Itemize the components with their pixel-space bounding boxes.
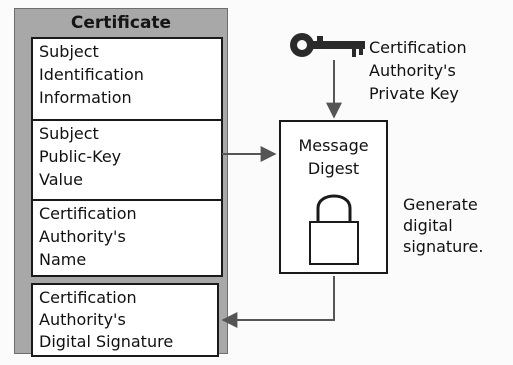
- message-digest-label: Message Digest: [281, 134, 386, 180]
- field-text-line: Identification: [39, 65, 144, 84]
- padlock-body: [309, 221, 359, 265]
- field-text-line: Subject: [39, 124, 99, 143]
- field-text-line: Information: [39, 88, 132, 107]
- label-line: Generate: [403, 195, 478, 214]
- field-text-line: Authority's: [39, 310, 126, 329]
- key-icon: [290, 33, 365, 57]
- label-line: Private Key: [369, 84, 459, 103]
- key-tooth: [352, 49, 356, 57]
- subject-identification-field: Subject Identification Information: [33, 39, 221, 119]
- padlock-shackle: [316, 194, 352, 222]
- label-line: signature.: [403, 237, 484, 256]
- field-text-line: Certification: [39, 288, 137, 307]
- ca-name-field: Certification Authority's Name: [33, 199, 221, 275]
- certificate-fields: Subject Identification Information Subje…: [31, 37, 223, 277]
- key-shaft: [313, 41, 365, 49]
- label-line: digital: [403, 216, 453, 235]
- field-text-line: Value: [39, 170, 83, 189]
- label-line: Authority's: [369, 61, 456, 80]
- certificate-panel: Certificate Subject Identification Infor…: [14, 8, 228, 357]
- key-tooth: [359, 49, 363, 55]
- field-text-line: Authority's: [39, 227, 126, 246]
- arrow-digest-to-signature: [221, 276, 335, 328]
- field-text-line: Certification: [39, 204, 137, 223]
- label-line: Certification: [369, 38, 467, 57]
- field-text-line: Name: [39, 250, 87, 269]
- certificate-title: Certificate: [70, 13, 172, 33]
- label-line: Message: [298, 136, 369, 155]
- ca-digital-signature-field: Certification Authority's Digital Signat…: [31, 283, 219, 357]
- ca-private-key-label: Certification Authority's Private Key: [369, 36, 467, 105]
- field-text-line: Subject: [39, 42, 99, 61]
- key-collar: [317, 36, 323, 41]
- generate-signature-label: Generate digital signature.: [403, 194, 483, 257]
- field-text-line: Digital Signature: [39, 332, 174, 351]
- field-text-line: Public-Key: [39, 147, 122, 166]
- padlock-icon: [309, 194, 359, 265]
- subject-public-key-field: Subject Public-Key Value: [33, 119, 221, 199]
- key-bow-hole: [297, 40, 307, 50]
- label-line: Digest: [307, 159, 360, 178]
